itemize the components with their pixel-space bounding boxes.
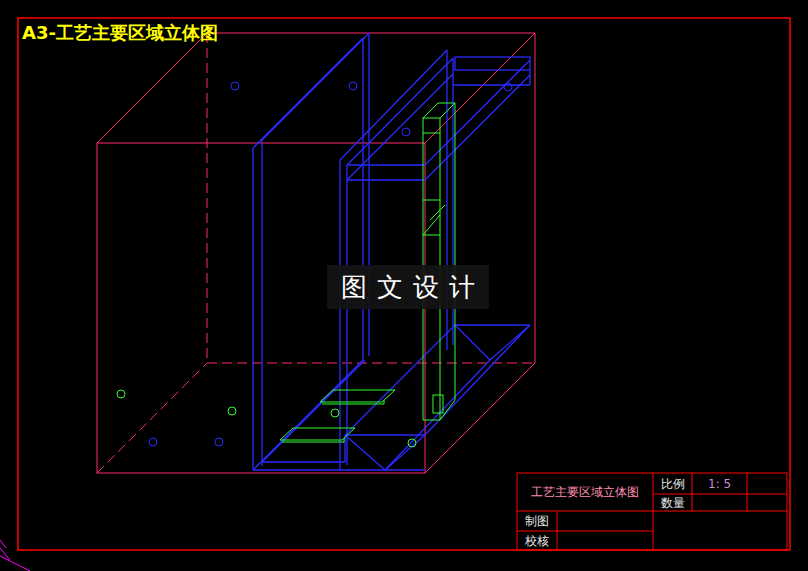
sheet-title: A3-工艺主要区域立体图 [22, 22, 218, 44]
table-cell: 数量 [661, 496, 685, 510]
table-cell: 比例 [661, 477, 685, 491]
scale-value: 1: 5 [708, 477, 731, 491]
watermark: 图文设计 [327, 265, 489, 309]
drawing-name: 工艺主要区域立体图 [531, 485, 639, 499]
table-cell: 校核 [525, 534, 549, 548]
table-cell: 制图 [525, 514, 549, 528]
